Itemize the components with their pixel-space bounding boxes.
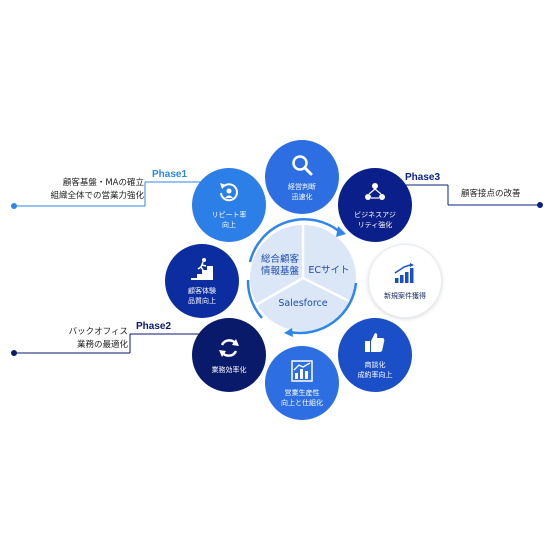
phase2-connector (11, 333, 200, 356)
people-network-icon (365, 183, 385, 200)
bubble-new-deals-label: 新規案件獲得 (384, 292, 426, 300)
thumbs-up-icon (365, 333, 385, 352)
bubble-cx: 顧客体験 品質向上 (165, 244, 239, 318)
phase1-label: Phase1 (152, 169, 188, 180)
bubble-productivity-label: 営業生産性 向上と仕組化 (281, 389, 323, 407)
repeat-user-icon (220, 183, 238, 202)
bubble-cx-label: 顧客体験 品質向上 (188, 287, 216, 305)
center-bottom-label: Salesforce (278, 298, 328, 309)
bubble-close-rate: 商談化 成約率向上 (338, 318, 412, 392)
bubble-new-deals: 新規案件獲得 (368, 244, 442, 318)
center-core (246, 218, 358, 337)
phase2-label: Phase2 (136, 321, 172, 332)
bubble-close-rate-label: 商談化 成約率向上 (357, 361, 393, 379)
bubble-productivity: 営業生産性 向上と仕組化 (265, 346, 339, 420)
stairs-icon (191, 258, 213, 280)
bubble-agility-label: ビジネスアジ リティ強化 (354, 211, 396, 229)
phase3-label: Phase3 (405, 172, 441, 183)
bubble-efficiency-label: 業務効率化 (211, 366, 247, 374)
chart-icon (291, 360, 313, 382)
bar-growth-icon (394, 263, 414, 283)
cycle-icon (219, 339, 239, 357)
search-icon (292, 155, 313, 176)
bubble-analysis-label: 経営判断 迅速化 (288, 183, 316, 201)
phase3-description: 顧客接点の改善 (461, 189, 521, 199)
bubble-repeat: リピート率 向上 (192, 168, 266, 242)
center-left-label: 総合顧客 情報基盤 (260, 254, 299, 277)
phase2-description: バックオフィス 業務の最適化 (68, 327, 128, 350)
bubble-efficiency: 業務効率化 (192, 318, 266, 392)
phase1-description: 顧客基盤・MAの確立 組織全体での営業力強化 (50, 178, 144, 201)
center-right-label: ECサイト (308, 265, 350, 276)
bubble-repeat-label: リピート率 向上 (211, 211, 247, 229)
bubble-agility: ビジネスアジ リティ強化 (338, 168, 412, 242)
bubble-analysis: 経営判断 迅速化 (265, 140, 339, 214)
